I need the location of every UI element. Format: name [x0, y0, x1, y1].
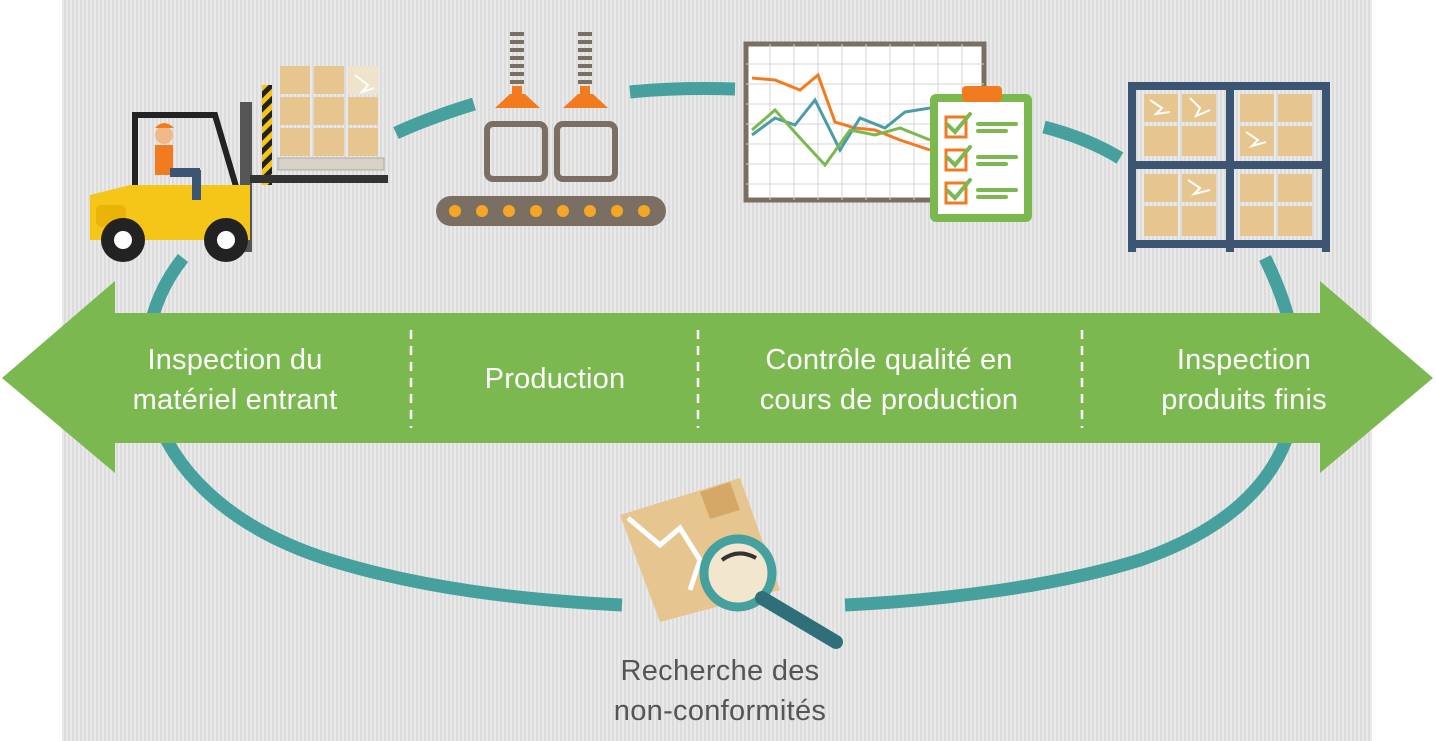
pallet-boxes	[277, 66, 385, 171]
forklift-icon	[90, 66, 388, 262]
stage-label-in-process-quality-control: Contrôle qualité en cours de production	[759, 344, 1019, 416]
process-arrow	[2, 281, 1433, 473]
cycle-arc-top-3	[1042, 120, 1124, 164]
cycle-arc-top-1	[393, 97, 476, 139]
stage-label-production: Production	[484, 363, 626, 395]
stage-dividers	[409, 330, 1084, 428]
cycle-arc-top-2	[629, 82, 736, 99]
stage-label-incoming-inspection: Inspection du matériel entrant	[132, 344, 338, 416]
stage-label-finished-goods-inspection: Inspection produits finis	[1161, 344, 1327, 416]
damaged-box-magnifier-icon	[620, 478, 843, 649]
bottom-label-non-conformity-search: Recherche des non-conformités	[613, 655, 827, 727]
conveyor-machine-icon	[436, 32, 666, 226]
warehouse-shelf-icon	[1128, 82, 1330, 252]
chart-checklist-icon	[743, 41, 1032, 222]
